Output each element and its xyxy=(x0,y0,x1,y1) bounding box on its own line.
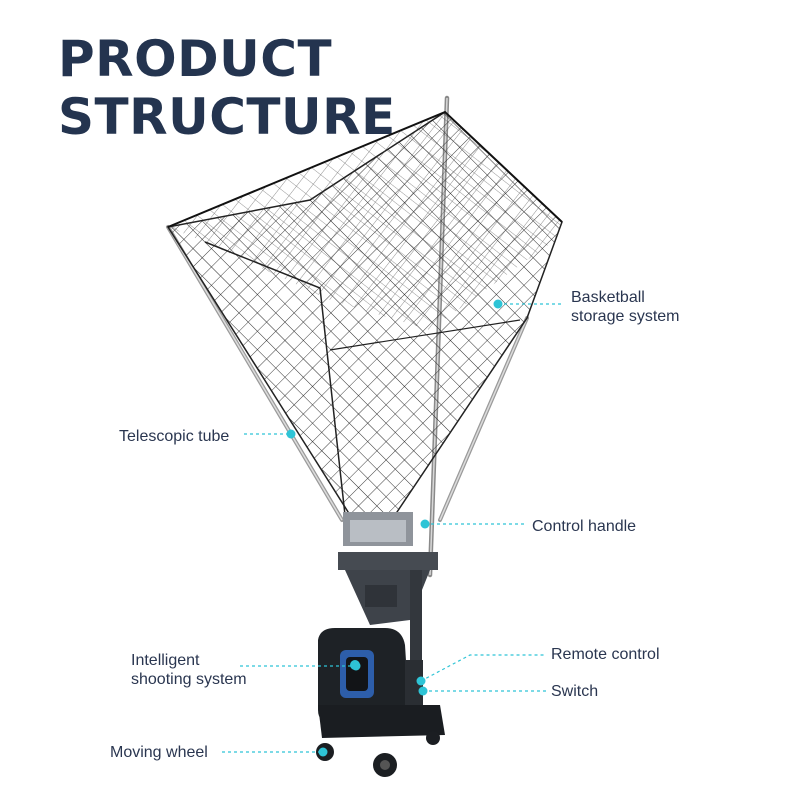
label-intelligent-shooting-system: Intelligent shooting system xyxy=(131,651,247,689)
page-title-line-2: STRUCTURE xyxy=(58,88,396,146)
label-basketball-storage-system: Basketball storage system xyxy=(571,288,679,326)
label-line: Intelligent xyxy=(131,652,200,669)
label-line: storage system xyxy=(571,308,680,325)
label-telescopic-tube: Telescopic tube xyxy=(119,428,230,445)
machine-body xyxy=(318,628,445,738)
label-switch: Switch xyxy=(551,683,599,700)
callouts xyxy=(222,303,563,753)
page-title-line-1: PRODUCT xyxy=(58,30,333,88)
label-line: shooting system xyxy=(131,671,247,688)
label-control-handle: Control handle xyxy=(532,518,637,535)
label-remote-control: Remote control xyxy=(551,646,660,663)
hopper-frame xyxy=(338,512,438,685)
net xyxy=(166,110,563,516)
wheels xyxy=(316,731,440,777)
label-line: Basketball xyxy=(571,289,645,306)
page-title: PRODUCT STRUCTURE xyxy=(58,30,396,146)
callout-dots xyxy=(286,299,503,757)
callout-remote-control xyxy=(420,654,546,682)
label-moving-wheel: Moving wheel xyxy=(110,744,208,761)
